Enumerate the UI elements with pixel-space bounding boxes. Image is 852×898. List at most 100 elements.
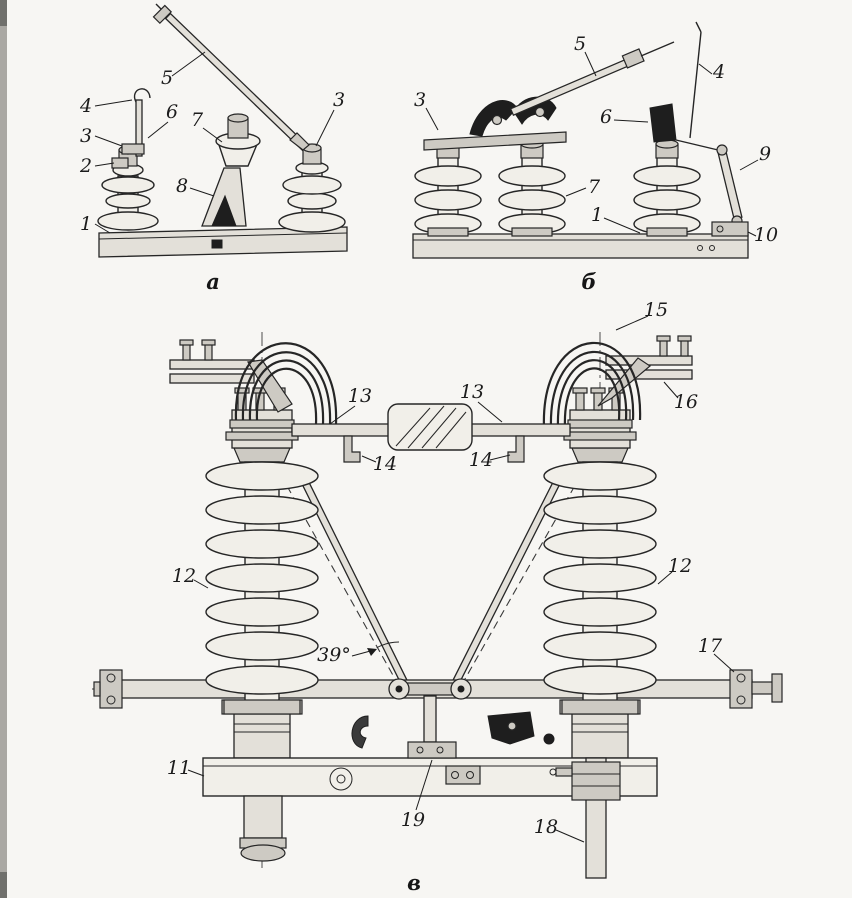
head-left: [169, 339, 299, 449]
loop-left: [234, 342, 338, 425]
crank-pivot-b: [491, 114, 503, 126]
base-bolt-b: [697, 245, 703, 251]
crank-pivot-b: [534, 106, 546, 118]
support-stub: [239, 795, 287, 862]
support-shade-a: [211, 194, 237, 227]
contact-strip: [135, 99, 143, 157]
insulator-3-b: [633, 139, 701, 237]
drop-bracket-right: [507, 435, 525, 463]
callout-14-right: 14: [469, 449, 493, 471]
callout-12-right: 12: [668, 555, 692, 577]
coupler-detail: [387, 403, 473, 451]
base-bolt-b: [709, 245, 715, 251]
clamp-pin: [507, 721, 517, 731]
insulator-skirt: [287, 192, 337, 210]
contact-blade: [289, 132, 310, 151]
callout-6-b: 6: [600, 106, 612, 128]
insulator-skirt: [282, 175, 342, 195]
callout-13-left: 13: [348, 385, 372, 407]
column-right: [543, 447, 657, 715]
insulator-skirt: [101, 176, 155, 194]
base-plate-b: [412, 233, 749, 259]
contact-bar-b: [423, 131, 567, 151]
crank-left-pin: [395, 685, 403, 693]
shaft-end-right: [729, 669, 783, 709]
pole-b: [689, 31, 702, 139]
crank-right-pin: [457, 685, 465, 693]
caption-v: в: [407, 870, 421, 895]
callout-10-b: 10: [754, 224, 778, 246]
bolt-cluster: [543, 733, 555, 745]
insulator-2-b: [498, 139, 566, 237]
callout-18: 18: [534, 816, 558, 838]
shaft-end-left: [93, 669, 123, 709]
head-right: [563, 335, 693, 449]
callout-7-a: 7: [191, 109, 204, 131]
angle-label: 39°: [317, 644, 351, 666]
arm-b: [675, 139, 719, 151]
base-hole: [329, 767, 353, 791]
terminal-plate: [605, 369, 693, 380]
callout-14-left: 14: [373, 453, 397, 475]
figure-v: 39° 15 16 13 13 14 14 12 12 17 11 19 18 …: [92, 299, 783, 895]
bracket-10-b: [711, 221, 749, 237]
scan-edge-bottom: [0, 872, 7, 898]
callout-13-right: 13: [460, 381, 484, 403]
cone-cylinder-top-a: [227, 113, 249, 123]
tilt-axis-right: [460, 451, 595, 687]
callout-12-left: 12: [172, 565, 196, 587]
contact-hook: [133, 88, 151, 103]
callout-5-a: 5: [161, 67, 173, 89]
insulator-skirt: [105, 193, 151, 209]
callout-11: 11: [167, 757, 191, 779]
bracket-19: [407, 741, 457, 759]
base-clamp-bolt: [466, 771, 474, 779]
callout-2-a: 2: [79, 155, 92, 177]
angle-annotation: 39°: [317, 641, 400, 666]
callout-7-b: 7: [588, 176, 601, 198]
bracket-19-bolt: [416, 746, 424, 754]
loop-right: [542, 341, 642, 429]
insulator-right-a: [278, 132, 346, 233]
callout-16: 16: [674, 391, 698, 413]
contact-clamp: [121, 143, 145, 155]
figure-b: 3 5 4 6 9 10 7 1 б: [412, 21, 778, 294]
rod-handle: [152, 4, 173, 25]
rod-tip-b: [640, 41, 675, 57]
callout-3-a: 3: [80, 125, 92, 147]
callout-1-a: 1: [80, 213, 92, 235]
drop-bracket-left: [343, 435, 361, 463]
callout-15: 15: [644, 299, 668, 321]
column-left: [205, 447, 319, 715]
pole-tip-b: [695, 21, 702, 33]
base-bolt-a: [211, 239, 223, 249]
contact-assembly-a: [111, 88, 151, 169]
hook-fitting: [351, 715, 369, 749]
callout-4-b: 4: [712, 61, 725, 83]
callout-5-b: 5: [574, 33, 586, 55]
caption-b: б: [581, 269, 596, 294]
base-plate-edge-a: [98, 232, 348, 240]
callout-3b-a: 3: [333, 89, 345, 111]
rod-coupler-b: [621, 48, 645, 69]
insulators-b: [414, 139, 701, 237]
ground-rod: [549, 757, 621, 879]
vertical-link: [423, 695, 437, 743]
bracket-19-bolt: [436, 746, 444, 754]
base-clamp-bolt: [451, 771, 459, 779]
insulator-skirt: [278, 211, 346, 233]
callout-17: 17: [698, 635, 723, 657]
scan-edge-top: [0, 0, 7, 26]
callout-1-b: 1: [591, 204, 603, 226]
callout-8-a: 8: [176, 175, 188, 197]
callout-19: 19: [401, 809, 425, 831]
callout-3-b: 3: [414, 89, 426, 111]
scan-edge: [0, 0, 7, 898]
bracket-bolt-b: [716, 225, 724, 233]
link-pin-top-b: [716, 144, 728, 156]
callout-9-b: 9: [759, 143, 771, 165]
fitting-6-b: [649, 103, 677, 143]
contact-base: [111, 157, 129, 169]
